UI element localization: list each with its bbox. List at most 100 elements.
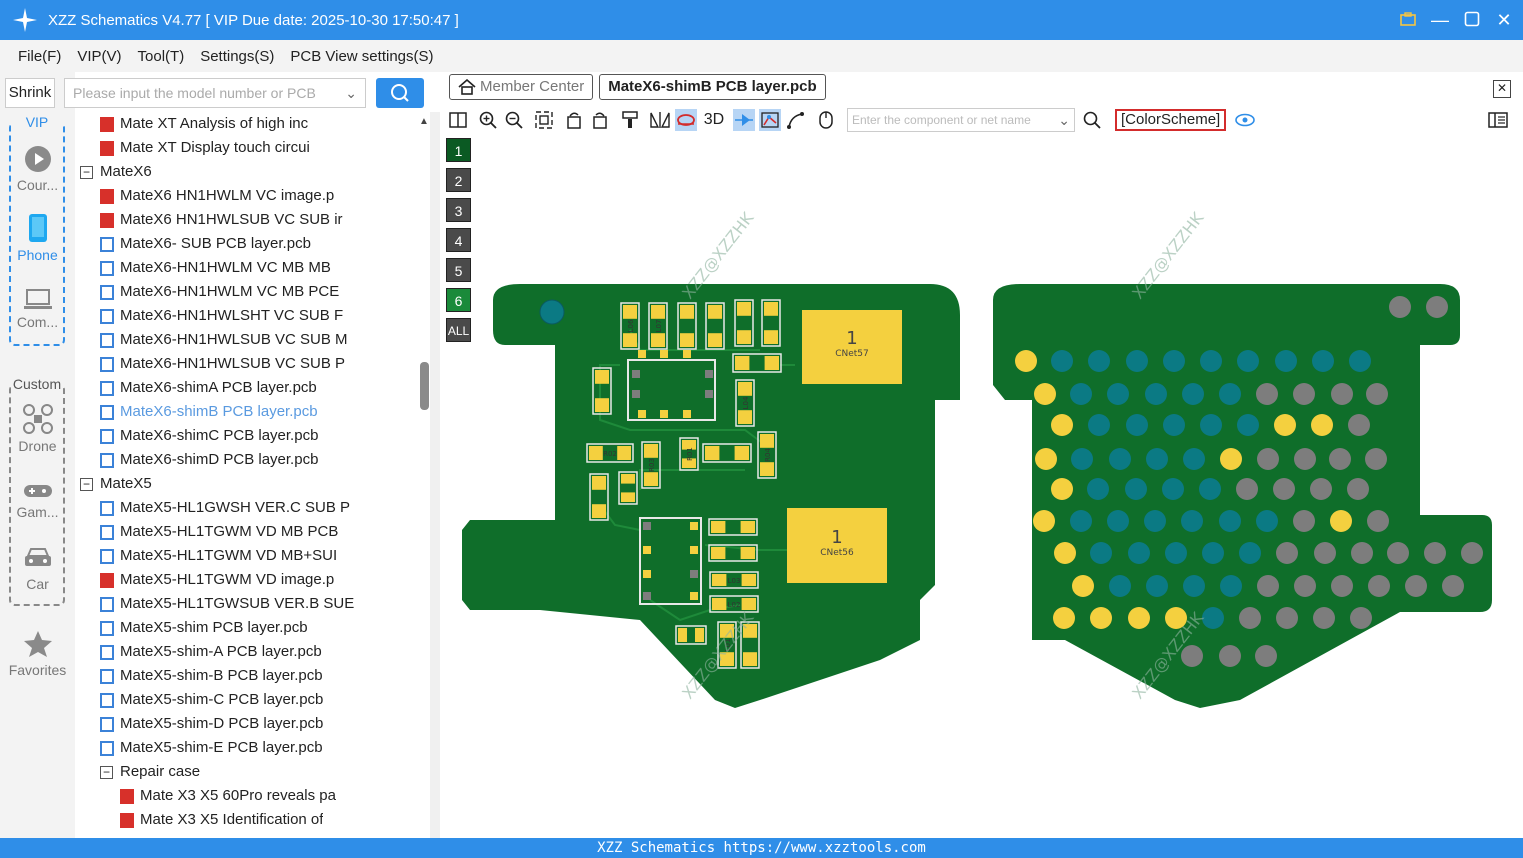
bga-pad[interactable]	[1366, 383, 1388, 405]
tree-file-item[interactable]: MateX5-shim-E PCB layer.pcb	[100, 736, 323, 760]
menu-settings[interactable]: Settings(S)	[200, 47, 275, 65]
bga-pad[interactable]	[1034, 383, 1056, 405]
rail-item-favorites[interactable]: Favorites	[0, 630, 75, 678]
smd-component[interactable]	[675, 625, 707, 645]
bga-pad[interactable]	[1146, 448, 1168, 470]
bga-pad[interactable]	[1071, 448, 1093, 470]
tree-file-item[interactable]: Mate XT Analysis of high inc	[100, 112, 308, 136]
tree-file-item[interactable]: MateX6-shimB PCB layer.pcb	[100, 400, 318, 424]
rail-item-drone[interactable]: Drone	[0, 404, 75, 454]
bga-pad[interactable]	[1276, 542, 1298, 564]
bga-pad[interactable]	[1236, 478, 1258, 500]
tree-file-item[interactable]: MateX6-HN1HWLSUB VC SUB M	[100, 328, 348, 352]
bga-pad[interactable]	[1219, 383, 1241, 405]
smd-component[interactable]	[618, 471, 638, 505]
smd-component[interactable]	[589, 473, 609, 521]
tab-member-center[interactable]: Member Center	[449, 74, 594, 100]
tree-scroll-thumb[interactable]	[420, 362, 429, 410]
menu-tool[interactable]: Tool(T)	[137, 47, 185, 65]
bga-pad[interactable]	[1256, 510, 1278, 532]
trace-icon[interactable]	[785, 109, 807, 131]
bga-pad[interactable]	[1256, 383, 1278, 405]
tree-folder[interactable]: −MateX5	[80, 472, 152, 496]
bga-pad[interactable]	[1200, 350, 1222, 372]
bga-pad[interactable]	[1128, 607, 1150, 629]
bga-pad[interactable]	[1220, 448, 1242, 470]
smd-component[interactable]: L04	[735, 379, 755, 427]
tree-file-item[interactable]: MateX5-shim PCB layer.pcb	[100, 616, 308, 640]
bga-pad[interactable]	[1312, 350, 1334, 372]
bga-pad[interactable]	[1368, 575, 1390, 597]
zoom-out-icon[interactable]	[503, 109, 525, 131]
smd-component[interactable]: L06	[620, 302, 640, 350]
tree-folder[interactable]: −Repair case	[100, 760, 200, 784]
bga-pad[interactable]	[1163, 414, 1185, 436]
bga-pad[interactable]	[1035, 448, 1057, 470]
bga-pad[interactable]	[1033, 510, 1055, 532]
bga-pad[interactable]	[1237, 350, 1259, 372]
search-button[interactable]	[376, 78, 424, 108]
menu-vip[interactable]: VIP(V)	[77, 47, 122, 65]
smd-component[interactable]	[677, 302, 697, 350]
smd-component[interactable]: L07	[648, 302, 668, 350]
tree-file-item[interactable]: MateX6-HN1HWLSHT VC SUB F	[100, 304, 343, 328]
bga-pad[interactable]	[1202, 607, 1224, 629]
bga-pad[interactable]	[1182, 383, 1204, 405]
bga-pad[interactable]	[1275, 350, 1297, 372]
mirror-icon[interactable]	[649, 109, 671, 131]
bga-pad[interactable]	[1294, 448, 1316, 470]
tree-file-item[interactable]: MateX5-shim-B PCB layer.pcb	[100, 664, 323, 688]
layer-button-4[interactable]: 4	[446, 228, 471, 252]
bga-pad[interactable]	[1109, 575, 1131, 597]
bga-pad[interactable]	[1331, 575, 1353, 597]
layer-button-all[interactable]: ALL	[446, 318, 471, 342]
bga-pad[interactable]	[1051, 414, 1073, 436]
bga-pad[interactable]	[1424, 542, 1446, 564]
smd-component[interactable]: R04	[757, 431, 777, 479]
bga-pad[interactable]	[1273, 478, 1295, 500]
bga-pad[interactable]	[1202, 542, 1224, 564]
tree-file-item[interactable]: Mate XT Display touch circui	[100, 136, 310, 160]
bga-pad[interactable]	[1162, 478, 1184, 500]
tree-file-item[interactable]: MateX5-shim-C PCB layer.pcb	[100, 688, 323, 712]
bga-pad[interactable]	[1310, 478, 1332, 500]
bga-pad[interactable]	[1126, 350, 1148, 372]
close-all-tabs-icon[interactable]: ✕	[1493, 80, 1511, 98]
bga-pad[interactable]	[1109, 448, 1131, 470]
tree-file-item[interactable]: MateX5-HL1TGWM VD MB+SUI	[100, 544, 337, 568]
smd-component[interactable]	[732, 353, 782, 373]
bga-pad[interactable]	[1239, 607, 1261, 629]
bga-pad[interactable]	[1314, 542, 1336, 564]
smd-component[interactable]: L01	[717, 621, 737, 669]
collapse-icon[interactable]: −	[100, 765, 113, 779]
smd-component[interactable]	[708, 518, 758, 536]
rail-item-game[interactable]: Gam...	[0, 482, 75, 520]
bga-pad[interactable]	[1165, 607, 1187, 629]
close-icon[interactable]: ✕	[1496, 10, 1512, 30]
bga-pad[interactable]	[1293, 510, 1315, 532]
view-3d-button[interactable]: 3D	[703, 111, 725, 128]
bga-pad[interactable]	[1144, 510, 1166, 532]
bga-pad[interactable]	[1051, 350, 1073, 372]
smd-component[interactable]	[592, 367, 612, 415]
layer-button-3[interactable]: 3	[446, 198, 471, 222]
split-view-icon[interactable]	[447, 109, 469, 131]
bga-pad[interactable]	[1087, 478, 1109, 500]
bga-pad[interactable]	[1219, 645, 1241, 667]
bga-pad[interactable]	[1107, 510, 1129, 532]
bga-pad[interactable]	[1274, 414, 1296, 436]
collapse-icon[interactable]: −	[80, 477, 93, 491]
highlight-red-icon[interactable]	[675, 109, 697, 131]
bga-pad[interactable]	[1090, 607, 1112, 629]
bga-pad[interactable]	[1405, 575, 1427, 597]
tree-file-item[interactable]: MateX6-shimC PCB layer.pcb	[100, 424, 318, 448]
smd-component[interactable]	[702, 443, 752, 463]
component-search-input[interactable]: Enter the component or net name ⌄	[847, 108, 1075, 132]
tree-file-item[interactable]: MateX6-shimD PCB layer.pcb	[100, 448, 318, 472]
bga-pad[interactable]	[1365, 448, 1387, 470]
bga-pad[interactable]	[1347, 478, 1369, 500]
tree-file-item[interactable]: MateX5-HL1TGWSUB VER.B SUE	[100, 592, 354, 616]
bga-pad[interactable]	[1255, 645, 1277, 667]
rotate-left-icon[interactable]	[563, 109, 585, 131]
smd-component[interactable]	[708, 544, 758, 562]
